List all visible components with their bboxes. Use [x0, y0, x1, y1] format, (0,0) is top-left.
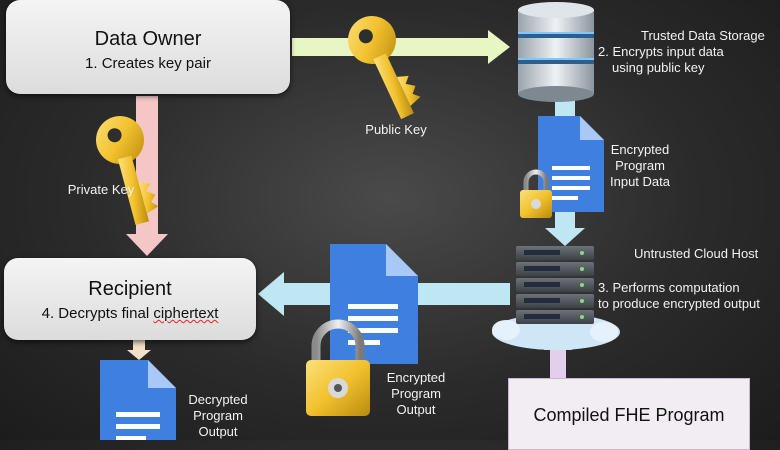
program-title: Compiled FHE Program	[533, 405, 725, 425]
program-box: Compiled FHE Program	[508, 378, 750, 450]
decrypted-document-icon	[100, 360, 176, 440]
input-padlock-icon	[520, 169, 552, 218]
untrusted-host-step-line2: to produce encrypted output	[598, 296, 760, 311]
trusted-storage-step-line1: 2. Encrypts input data	[598, 44, 724, 59]
icons-layer	[96, 2, 620, 440]
untrusted-host-title: Untrusted Cloud Host	[634, 246, 759, 261]
database-icon	[518, 2, 594, 102]
encrypted-output-label-line1: Encrypted	[386, 370, 446, 385]
encrypted-output-document-icon	[330, 244, 418, 364]
recipient-step: 4. Decrypts final ciphertext	[4, 305, 256, 322]
decrypted-output-label-line2: Program	[193, 408, 243, 423]
trusted-storage-title: Trusted Data Storage	[641, 28, 765, 43]
private-key-label: Private Key	[67, 182, 135, 197]
trusted-storage-step-line2: using public key	[612, 60, 705, 75]
encrypted-output-label-line2: Program	[391, 386, 441, 401]
decrypted-output-label-line1: Decrypted	[188, 392, 248, 407]
input-to-host-arrow	[545, 212, 585, 246]
decrypted-output-label-line3: Output	[198, 424, 238, 439]
output-padlock-icon	[306, 319, 370, 416]
data-owner-step: 1. Creates key pair	[85, 55, 211, 72]
encrypted-output-label-line3: Output	[396, 402, 436, 417]
encrypted-input-document-icon	[538, 116, 604, 212]
public-key-label: Public Key	[365, 122, 427, 137]
server-rack-icon	[516, 246, 594, 324]
public-key-icon	[348, 16, 421, 120]
encrypted-input-label-line2: Program	[615, 158, 665, 173]
private-key-icon	[96, 116, 159, 225]
untrusted-host-step-line1: 3. Performs computation	[598, 280, 740, 295]
data-owner-box: Data Owner 1. Creates key pair	[6, 0, 290, 94]
recipient-title: Recipient	[88, 278, 172, 300]
recipient-to-decrypted-arrow	[127, 340, 151, 360]
recipient-box: Recipient 4. Decrypts final ciphertext	[4, 258, 256, 340]
encrypted-input-label-line1: Encrypted	[610, 142, 670, 157]
data-owner-title: Data Owner	[94, 28, 202, 50]
recipient-step-word: ciphertext	[153, 305, 219, 322]
encrypted-input-label-line3: Input Data	[610, 174, 670, 189]
recipient-step-prefix: 4. Decrypts final	[41, 305, 154, 322]
